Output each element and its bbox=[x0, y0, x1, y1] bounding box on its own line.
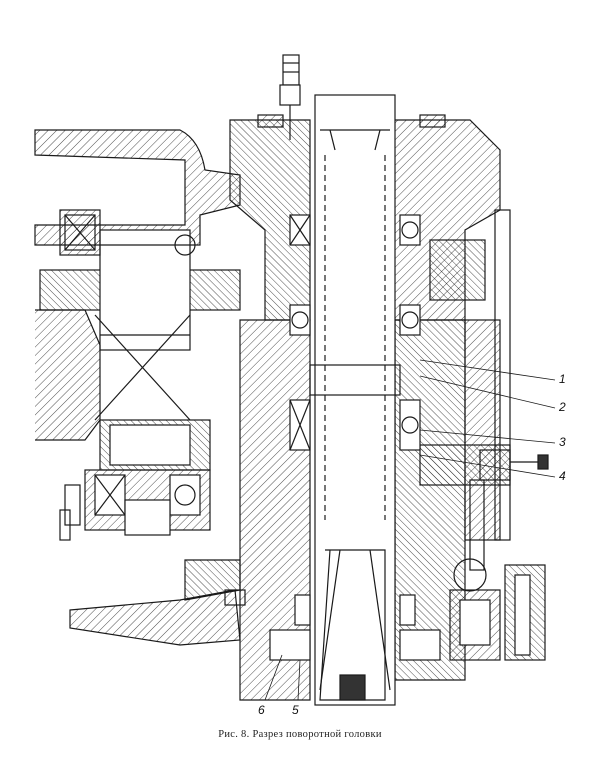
callout-4: 4 bbox=[559, 469, 566, 483]
callout-5: 5 bbox=[292, 703, 299, 717]
figure-caption: Рис. 8. Разрез поворотной головки bbox=[218, 729, 382, 740]
callout-2: 2 bbox=[559, 400, 566, 414]
left-housing-bottom bbox=[69, 589, 241, 646]
top-fitting bbox=[279, 54, 301, 140]
spindle-shaft bbox=[314, 94, 396, 706]
callout-3: 3 bbox=[559, 435, 566, 449]
left-housing-top bbox=[34, 129, 241, 246]
callout-6: 6 bbox=[258, 703, 265, 717]
callout-1: 1 bbox=[559, 372, 566, 386]
